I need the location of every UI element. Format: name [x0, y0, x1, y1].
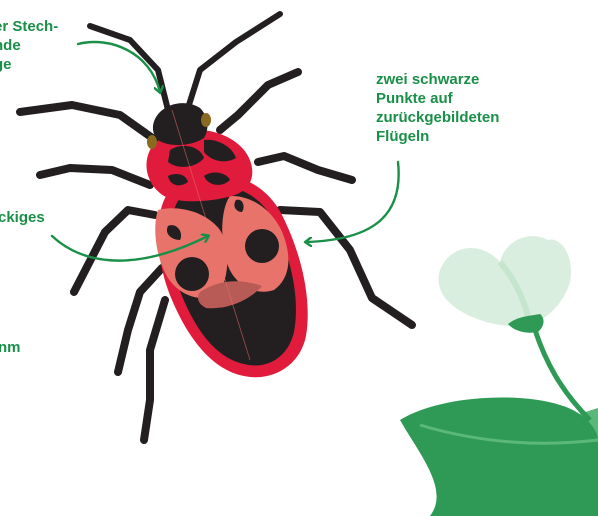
- bug-head: [153, 103, 208, 145]
- wing-dot-right: [245, 229, 279, 263]
- label-sucking-mouthparts: er Stech- nde ge: [0, 17, 58, 74]
- leaf-dark: [400, 397, 598, 516]
- label-triangle: ckiges: [0, 208, 45, 227]
- plant: [400, 236, 598, 516]
- eye-right: [201, 113, 211, 127]
- label-wing-dots: zwei schwarze Punkte auf zurückgebildete…: [376, 70, 499, 146]
- flower-petal: [439, 236, 571, 326]
- arrow-sucking-mouthparts: [78, 42, 160, 92]
- eye-left: [147, 135, 157, 149]
- firebug: [20, 14, 412, 440]
- label-size: nm: [0, 338, 21, 357]
- wing-dot-left: [175, 257, 209, 291]
